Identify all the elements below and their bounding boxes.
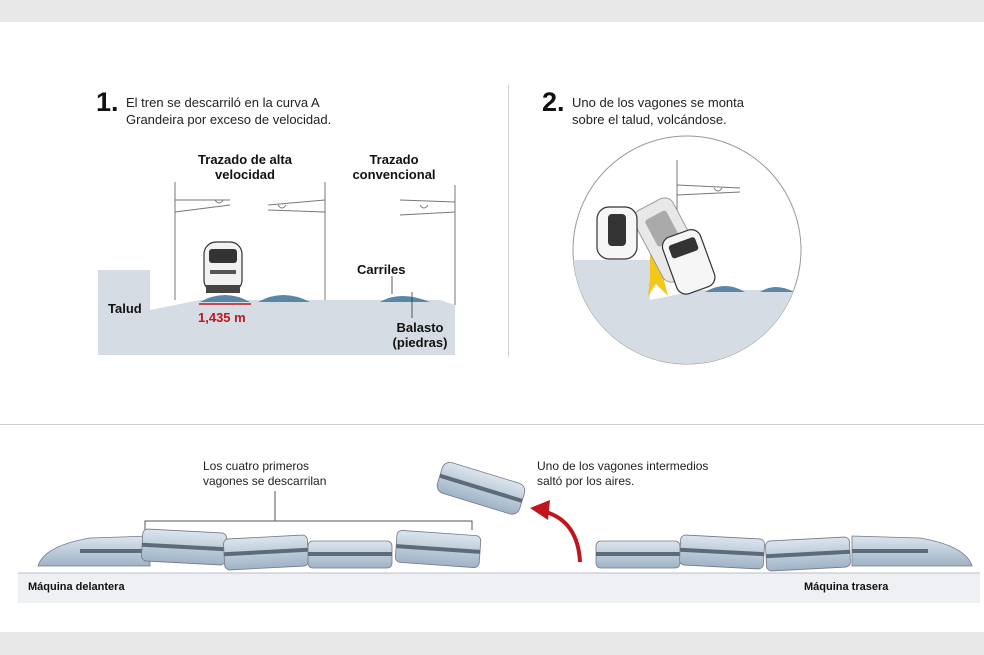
gauge-label: 1,435 m	[198, 310, 246, 325]
high-speed-label: Trazado de alta velocidad	[198, 152, 292, 182]
panel-divider	[508, 85, 509, 357]
rear-engine-label: Máquina trasera	[804, 581, 889, 593]
first-cars-bracket	[144, 491, 473, 530]
derailed-wagon-4	[394, 530, 482, 568]
mid-car-label: Uno de los vagones intermedios saltó por…	[537, 459, 709, 488]
step2-text: Uno de los vagones se monta sobre el tal…	[572, 95, 744, 127]
catenary-poles	[174, 182, 456, 305]
ground-strip	[18, 573, 980, 603]
top-band	[0, 0, 984, 22]
rear-wagon-3	[765, 536, 851, 572]
derailed-wagon-3	[307, 540, 393, 569]
bottom-band	[0, 632, 984, 655]
rear-wagon-1	[595, 540, 681, 569]
first-cars-label: Los cuatro primeros vagones se descarril…	[203, 459, 327, 488]
jump-arrow	[530, 500, 582, 563]
front-locomotive	[37, 535, 151, 567]
rails-label: Carriles	[357, 262, 406, 277]
derailed-wagon-2	[223, 534, 309, 571]
flying-wagon	[436, 462, 526, 515]
ballast-label: Balasto (piedras)	[392, 320, 448, 350]
front-engine-label: Máquina delantera	[28, 581, 125, 593]
ballast-mounds	[200, 295, 430, 302]
conventional-label: Trazado convencional	[352, 152, 436, 182]
rear-wagon-2	[679, 534, 765, 570]
step2-number: 2.	[542, 87, 565, 117]
rear-locomotive	[851, 535, 973, 567]
cross-section-ground	[98, 270, 455, 355]
train-front-view	[203, 241, 243, 293]
derailed-wagon-1	[141, 528, 227, 566]
slope-label: Talud	[108, 301, 142, 316]
step1-text: El tren se descarriló en la curva A Gran…	[126, 95, 332, 127]
step1-number: 1.	[96, 87, 119, 117]
section-divider	[0, 424, 984, 425]
